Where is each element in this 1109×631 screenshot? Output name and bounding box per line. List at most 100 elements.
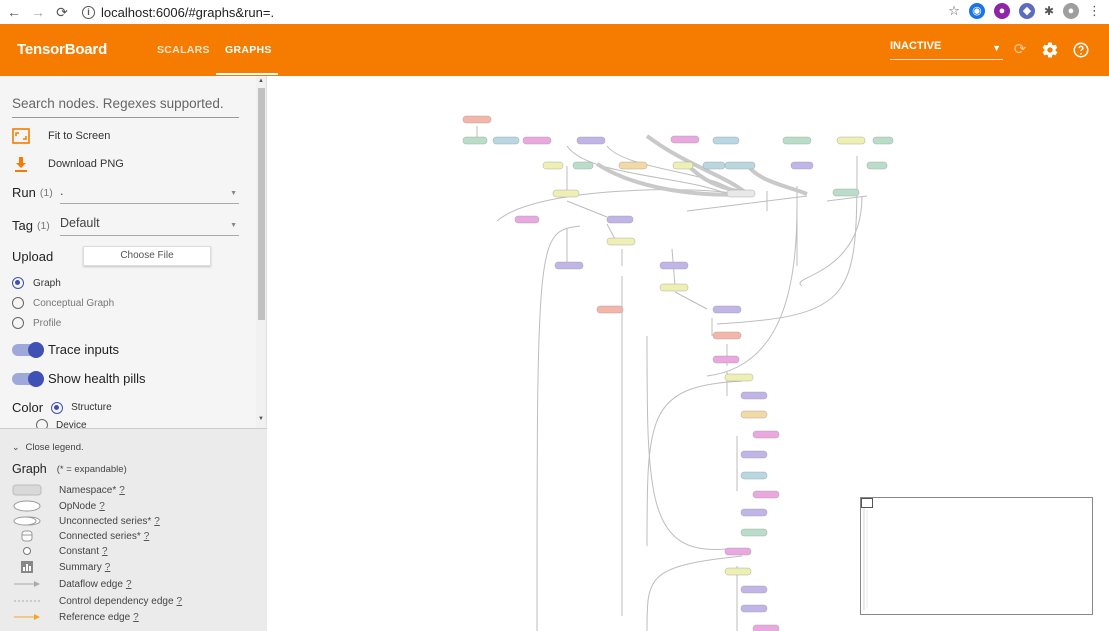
graph-node[interactable] bbox=[832, 188, 860, 197]
graph-node[interactable] bbox=[782, 136, 812, 145]
radio-conceptual-graph[interactable]: Conceptual Graph bbox=[12, 297, 114, 309]
graph-node[interactable] bbox=[752, 430, 780, 439]
tag-select[interactable]: Default ▼ bbox=[60, 216, 239, 236]
graph-node[interactable] bbox=[740, 508, 768, 517]
graph-node[interactable] bbox=[492, 136, 520, 145]
graph-node[interactable] bbox=[552, 189, 580, 198]
help-icon[interactable] bbox=[1072, 41, 1090, 59]
help-link[interactable]: ? bbox=[176, 595, 183, 607]
graph-node[interactable] bbox=[462, 136, 488, 145]
color-label: Color bbox=[12, 400, 44, 415]
star-icon[interactable]: ☆ bbox=[948, 3, 960, 18]
radio-selected-icon[interactable] bbox=[51, 401, 64, 414]
graph-node[interactable] bbox=[659, 283, 689, 292]
graph-node[interactable] bbox=[740, 450, 768, 459]
graph-node[interactable] bbox=[740, 585, 768, 594]
graph-node[interactable] bbox=[659, 261, 689, 270]
graph-node[interactable] bbox=[618, 161, 648, 170]
graph-node[interactable] bbox=[576, 136, 606, 145]
radio-graph[interactable]: Graph bbox=[12, 277, 61, 289]
graph-node[interactable] bbox=[606, 215, 634, 224]
graph-node[interactable] bbox=[740, 528, 768, 537]
toggle-switch[interactable] bbox=[12, 370, 44, 387]
graph-node[interactable] bbox=[726, 189, 756, 198]
extension-blue-icon[interactable]: ◉ bbox=[968, 3, 985, 19]
graph-node[interactable] bbox=[724, 567, 752, 576]
scroll-down-icon[interactable]: ▼ bbox=[258, 416, 264, 422]
profile-icon[interactable]: ● bbox=[1063, 3, 1079, 19]
graph-node[interactable] bbox=[872, 136, 894, 145]
refresh-icon[interactable]: ⟳ bbox=[1013, 41, 1027, 58]
close-legend-button[interactable]: ⌄ Close legend. bbox=[12, 442, 84, 453]
graph-node[interactable] bbox=[596, 305, 624, 314]
graph-node[interactable] bbox=[724, 373, 754, 382]
graph-node[interactable] bbox=[724, 161, 756, 170]
graph-node[interactable] bbox=[462, 115, 492, 124]
graph-node[interactable] bbox=[712, 331, 742, 340]
back-icon[interactable]: ← bbox=[7, 4, 21, 20]
help-link[interactable]: ? bbox=[102, 545, 108, 557]
reload-icon[interactable]: ⟳ bbox=[56, 3, 68, 20]
graph-node[interactable] bbox=[672, 161, 694, 170]
graph-node[interactable] bbox=[790, 161, 814, 170]
graph-node[interactable] bbox=[522, 136, 552, 145]
graph-node[interactable] bbox=[514, 215, 540, 224]
graph-edge bbox=[645, 134, 749, 196]
graph-node[interactable] bbox=[712, 355, 740, 364]
sidebar-scrollbar[interactable]: ▲ ▼ bbox=[256, 76, 266, 428]
puzzle-icon[interactable]: ✱ bbox=[1043, 4, 1054, 18]
settings-icon[interactable] bbox=[1041, 41, 1059, 59]
graph-node[interactable] bbox=[712, 136, 740, 145]
graph-node[interactable] bbox=[542, 161, 564, 170]
graph-node[interactable] bbox=[572, 161, 594, 170]
graph-svg[interactable] bbox=[267, 76, 1109, 631]
menu-dots-icon[interactable]: ⋮ bbox=[1088, 3, 1101, 18]
extension-compass-icon[interactable]: ◆ bbox=[1018, 3, 1035, 19]
help-link[interactable]: ? bbox=[133, 611, 139, 623]
graph-node[interactable] bbox=[752, 624, 780, 631]
address-bar[interactable]: i localhost:6006/#graphs&run=. bbox=[82, 5, 274, 20]
toggle-switch[interactable] bbox=[12, 341, 44, 358]
inactive-dashboards-select[interactable]: INACTIVE ▼ bbox=[890, 40, 1003, 60]
radio-profile[interactable]: Profile bbox=[12, 317, 61, 329]
tab-scalars[interactable]: SCALARS bbox=[157, 44, 210, 56]
choose-file-button[interactable]: Choose File bbox=[83, 246, 211, 266]
run-select[interactable]: . ▼ bbox=[60, 184, 239, 204]
graph-minimap[interactable] bbox=[860, 497, 1093, 615]
download-png-button[interactable]: Download PNG bbox=[12, 156, 124, 172]
fit-to-screen-button[interactable]: Fit to Screen bbox=[12, 128, 110, 144]
graph-node[interactable] bbox=[866, 161, 888, 170]
graph-node[interactable] bbox=[606, 237, 636, 246]
help-link[interactable]: ? bbox=[125, 578, 132, 590]
tab-graphs[interactable]: GRAPHS bbox=[225, 44, 272, 56]
color-device-row[interactable]: Device bbox=[36, 419, 87, 428]
extension-purple-icon[interactable]: ● bbox=[993, 3, 1010, 19]
minimap-viewport[interactable] bbox=[861, 498, 873, 508]
scroll-up-icon[interactable]: ▲ bbox=[258, 78, 264, 84]
search-nodes-input[interactable]: Search nodes. Regexes supported. bbox=[12, 96, 239, 118]
help-link[interactable]: ? bbox=[143, 530, 150, 542]
chevron-down-icon: ⌄ bbox=[12, 442, 20, 452]
help-link[interactable]: ? bbox=[104, 561, 111, 573]
forward-icon[interactable]: → bbox=[31, 4, 45, 20]
graph-node[interactable] bbox=[836, 136, 866, 145]
graph-edge bbox=[826, 195, 868, 202]
graph-canvas[interactable] bbox=[267, 76, 1109, 631]
graph-node[interactable] bbox=[554, 261, 584, 270]
graph-node[interactable] bbox=[670, 135, 700, 144]
help-link[interactable]: ? bbox=[99, 500, 105, 512]
graph-node[interactable] bbox=[740, 410, 768, 419]
info-icon[interactable]: i bbox=[82, 5, 95, 19]
graph-node[interactable] bbox=[740, 604, 768, 613]
health-pills-toggle[interactable]: Show health pills bbox=[12, 370, 146, 387]
graph-node[interactable] bbox=[740, 471, 768, 480]
graph-node[interactable] bbox=[712, 305, 742, 314]
graph-node[interactable] bbox=[740, 391, 768, 400]
trace-inputs-toggle[interactable]: Trace inputs bbox=[12, 341, 119, 358]
scroll-thumb[interactable] bbox=[258, 88, 265, 320]
graph-node[interactable] bbox=[702, 161, 726, 170]
graph-node[interactable] bbox=[724, 547, 752, 556]
graph-node[interactable] bbox=[752, 490, 780, 499]
help-link[interactable]: ? bbox=[154, 515, 160, 527]
help-link[interactable]: ? bbox=[119, 484, 125, 496]
